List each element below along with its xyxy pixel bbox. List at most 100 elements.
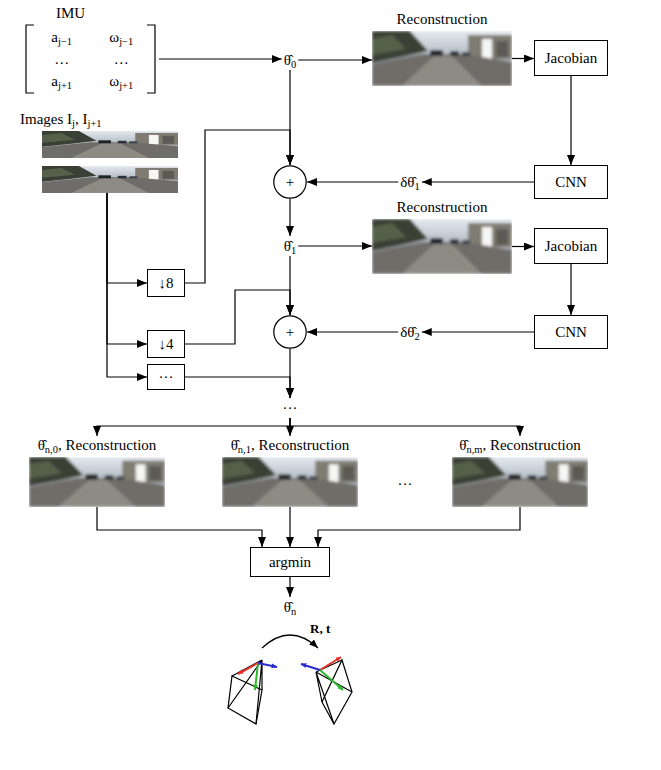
- camera-frustum: [301, 657, 352, 724]
- reconstruction-panel: Reconstruction: [372, 10, 512, 86]
- camera-axis: [238, 663, 258, 674]
- reconstruction-panel: θ̂n,1, Reconstruction: [222, 436, 358, 507]
- node-text: Reconstruction: [397, 10, 488, 28]
- ellipsis: ···: [398, 475, 413, 493]
- reconstruction-panel: θ̂n,0, Reconstruction: [29, 436, 165, 507]
- connector-arrow: [159, 58, 282, 59]
- process-box: CNN: [534, 315, 608, 349]
- camera-axis: [320, 670, 343, 690]
- panel-heading: Reconstruction: [372, 198, 512, 216]
- process-box: argmin: [250, 547, 330, 577]
- subscript: j: [72, 118, 75, 129]
- node-text: Reconstruction: [397, 198, 488, 216]
- matrix-heading: IMU: [56, 4, 159, 22]
- reconstruction-image: [29, 457, 165, 507]
- sum-node: +: [273, 315, 307, 349]
- sum-node: +: [273, 165, 307, 199]
- camera-axis: [320, 657, 341, 670]
- subscript: n: [291, 606, 296, 617]
- subscript: n,1: [238, 444, 251, 455]
- camera-frustum: [228, 660, 262, 724]
- connector-arrow: [107, 193, 147, 377]
- node-text: ···: [283, 399, 298, 417]
- node-text: Jacobian: [545, 237, 597, 255]
- connector-arrow: [107, 193, 147, 344]
- camera-frustum: [322, 660, 352, 724]
- connector-arrow: [185, 130, 290, 283]
- connector-arrow: [97, 507, 262, 547]
- node-text: θ̂n: [284, 598, 296, 616]
- panel-heading: θ̂n,m, Reconstruction: [452, 436, 588, 454]
- motion-arc: [262, 635, 318, 648]
- matrix-cell: ωj+1: [92, 70, 152, 92]
- node-text: θ̂1: [284, 237, 296, 255]
- connector-arrow: [185, 377, 290, 398]
- subscript: j−1: [119, 36, 133, 47]
- node-text: θ̂n,1, Reconstruction: [231, 436, 350, 454]
- connector-arrow: [289, 199, 290, 236]
- imu-matrix: IMU aj−1ωj−1……aj+1ωj+1: [24, 4, 159, 92]
- process-box: Jacobian: [534, 228, 608, 264]
- node-text: θ̂0: [284, 51, 296, 69]
- node-text: θ̂n,m, Reconstruction: [459, 436, 581, 454]
- input-image-pair: [42, 131, 178, 193]
- camera-axis: [258, 663, 277, 667]
- subscript: j−1: [58, 36, 72, 47]
- node-text: ↓4: [159, 335, 174, 353]
- panel-heading: θ̂n,0, Reconstruction: [29, 436, 165, 454]
- road-image: [372, 31, 512, 86]
- connector-arrow: [290, 418, 520, 436]
- subscript: j+1: [58, 80, 72, 91]
- node-text: ···: [159, 368, 174, 386]
- estimate-symbol: θ̂1: [282, 236, 298, 256]
- connector-arrow: [512, 246, 534, 247]
- matrix-bracket: [26, 25, 34, 93]
- connector-arrow: [422, 331, 534, 332]
- node-text: Images Ij, Ij+1: [20, 110, 102, 128]
- node-text: θ̂n,0, Reconstruction: [38, 436, 157, 454]
- subscript: j+1: [119, 80, 133, 91]
- matrix-bracket: [26, 25, 155, 93]
- road-image: [42, 131, 178, 158]
- sum-circle: [274, 316, 306, 348]
- matrix-grid: aj−1ωj−1……aj+1ωj+1: [24, 26, 159, 92]
- node-text: δθ̂2: [400, 323, 420, 341]
- matrix-cell: ωj−1: [92, 26, 152, 48]
- connector-arrow: [570, 76, 571, 165]
- road-image: [222, 457, 358, 507]
- subscript: 2: [415, 331, 420, 342]
- subscript: j+1: [87, 118, 101, 129]
- panel-heading: Images Ij, Ij+1: [20, 110, 178, 128]
- connector-arrow: [307, 331, 398, 332]
- process-box: CNN: [534, 165, 608, 199]
- reconstruction-panel: Reconstruction: [372, 198, 512, 274]
- connector-arrow: [318, 507, 520, 547]
- reconstruction-image: [452, 457, 588, 507]
- road-image: [372, 219, 512, 274]
- connector-arrow: [512, 58, 534, 59]
- sum-circle: [274, 166, 306, 198]
- subscript: n,m: [466, 444, 482, 455]
- downsample-box: ↓4: [147, 330, 185, 358]
- reconstruction-panel: θ̂n,m, Reconstruction: [452, 436, 588, 507]
- node-text: IMU: [56, 4, 85, 22]
- matrix-cell: …: [92, 48, 152, 70]
- connector-arrow: [289, 577, 290, 597]
- update-symbol: δθ̂1: [398, 172, 422, 192]
- matrix-cell: aj−1: [32, 26, 92, 48]
- camera-axis: [301, 664, 320, 670]
- reconstruction-image: [372, 31, 512, 86]
- connector-arrow: [97, 418, 290, 436]
- input-images: Images Ij, Ij+1: [20, 110, 178, 193]
- estimate-symbol: θ̂n: [282, 597, 298, 617]
- connector-arrow: [307, 181, 398, 182]
- downsample-box: ···: [147, 364, 185, 390]
- node-text: +: [286, 323, 294, 341]
- ellipsis: ···: [281, 398, 300, 418]
- subscript: 1: [291, 245, 296, 256]
- panel-heading: θ̂n,1, Reconstruction: [222, 436, 358, 454]
- node-text: Jacobian: [545, 49, 597, 67]
- downsample-box: ↓8: [147, 269, 185, 297]
